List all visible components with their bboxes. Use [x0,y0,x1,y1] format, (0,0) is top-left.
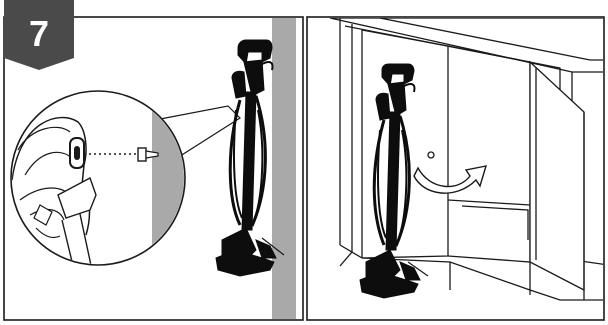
step-badge: 7 [4,0,74,70]
right-panel [307,17,608,320]
wall-strip [272,18,296,319]
cabinet-knob [428,152,434,158]
step-number: 7 [29,13,49,54]
